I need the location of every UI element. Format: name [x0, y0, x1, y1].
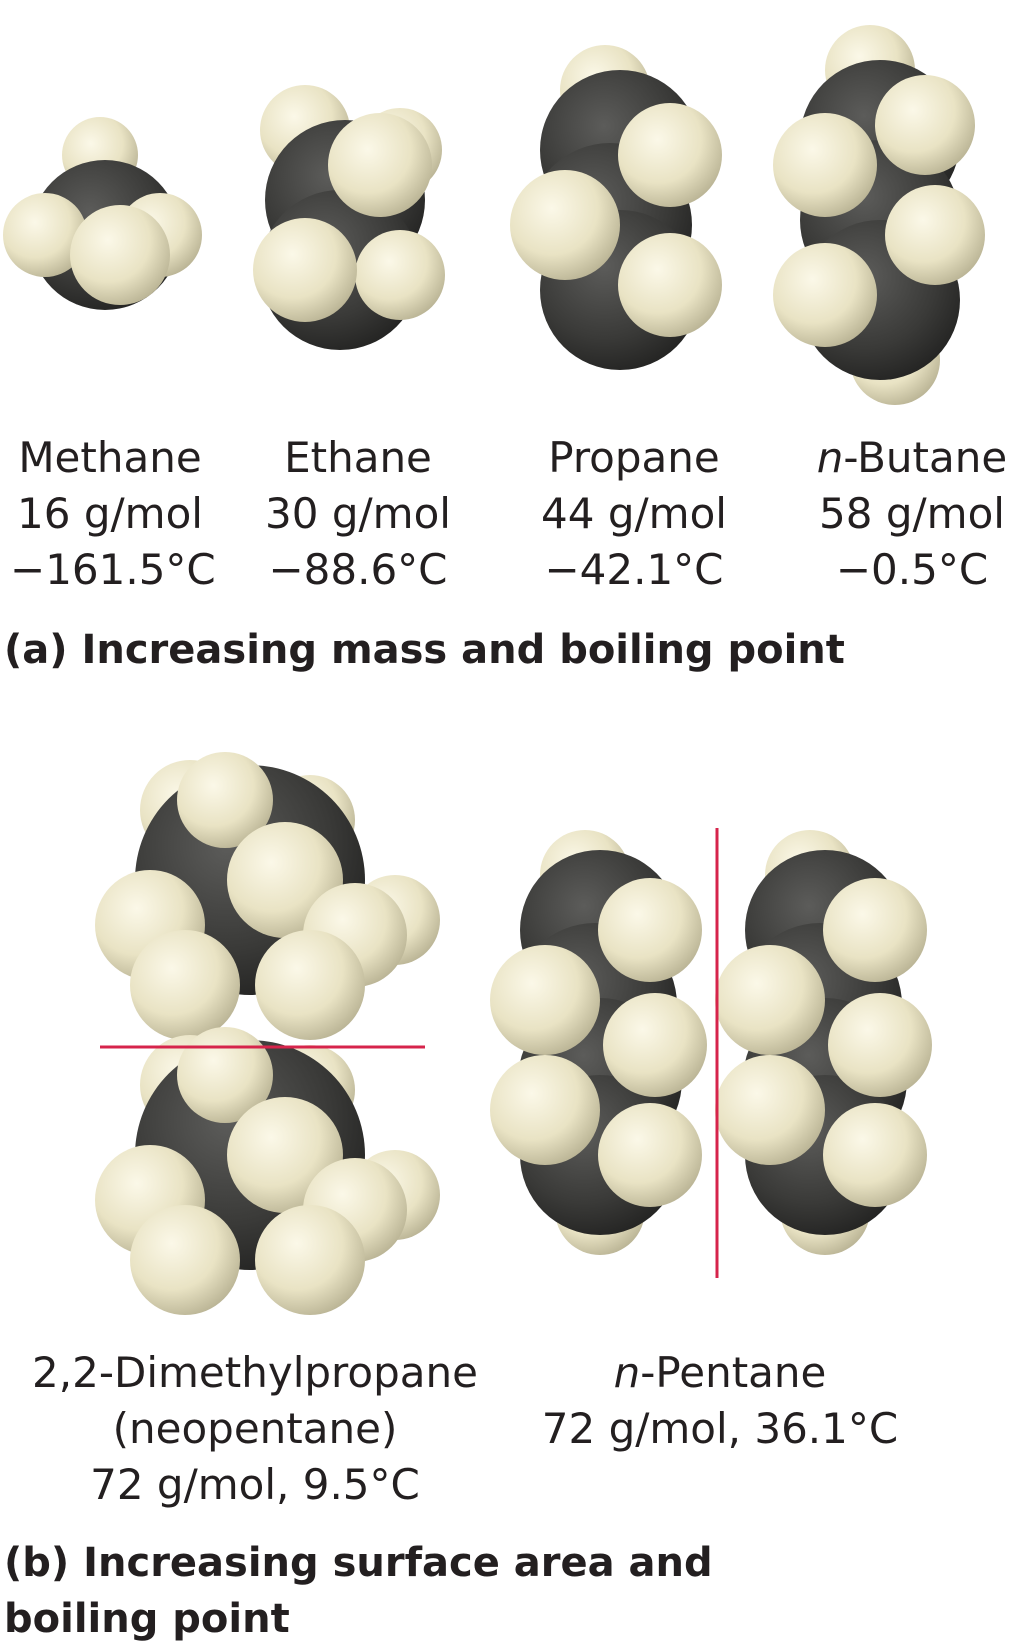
neopentane-common-name: (neopentane)	[112, 1404, 398, 1453]
pentane-name-text: -Pentane	[640, 1348, 827, 1397]
propane-label: Propane 44 g/mol −42.1°C	[534, 430, 734, 598]
neopentane-model-bottom	[95, 1027, 440, 1315]
butane-mass: 58 g/mol	[819, 489, 1005, 538]
pentane-model-right	[715, 830, 932, 1255]
panel-b-caption-line1: (b) Increasing surface area and	[4, 1540, 713, 1586]
neopentane-mass-bp: 72 g/mol, 9.5°C	[90, 1460, 420, 1509]
neopentane-label: 2,2-Dimethylpropane (neopentane) 72 g/mo…	[20, 1345, 490, 1513]
butane-name: n-Butane	[812, 430, 1012, 486]
methane-mass: 16 g/mol	[17, 489, 203, 538]
propane-model	[510, 45, 722, 370]
pentane-prefix: n	[613, 1348, 641, 1397]
pentane-model-left	[490, 830, 707, 1255]
neopentane-model-top	[95, 752, 440, 1040]
pentane-label: n-Pentane 72 g/mol, 36.1°C	[520, 1345, 920, 1457]
propane-boiling-point: −42.1°C	[544, 545, 724, 594]
ethane-boiling-point: −88.6°C	[268, 545, 448, 594]
panel-b-caption-line2: boiling point	[4, 1596, 290, 1642]
butane-model	[773, 25, 985, 405]
neopentane-name: 2,2-Dimethylpropane	[32, 1348, 478, 1397]
butane-boiling-point: −0.5°C	[835, 545, 989, 594]
propane-mass: 44 g/mol	[541, 489, 727, 538]
pentane-name: n-Pentane	[520, 1345, 920, 1401]
ethane-name: Ethane	[284, 433, 432, 482]
propane-name: Propane	[548, 433, 720, 482]
methane-label: Methane 16 g/mol −161.5°C	[10, 430, 216, 598]
ethane-model	[253, 85, 445, 350]
panel-a-caption: (a) Increasing mass and boiling point	[4, 627, 845, 673]
butane-name-text: -Butane	[843, 433, 1008, 482]
pentane-mass-bp: 72 g/mol, 36.1°C	[541, 1404, 899, 1453]
methane-name: Methane	[18, 433, 202, 482]
butane-prefix: n	[816, 433, 844, 482]
methane-model	[3, 117, 202, 310]
methane-boiling-point: −161.5°C	[10, 545, 216, 594]
ethane-mass: 30 g/mol	[265, 489, 451, 538]
ethane-label: Ethane 30 g/mol −88.6°C	[258, 430, 458, 598]
butane-label: n-Butane 58 g/mol −0.5°C	[812, 430, 1012, 598]
